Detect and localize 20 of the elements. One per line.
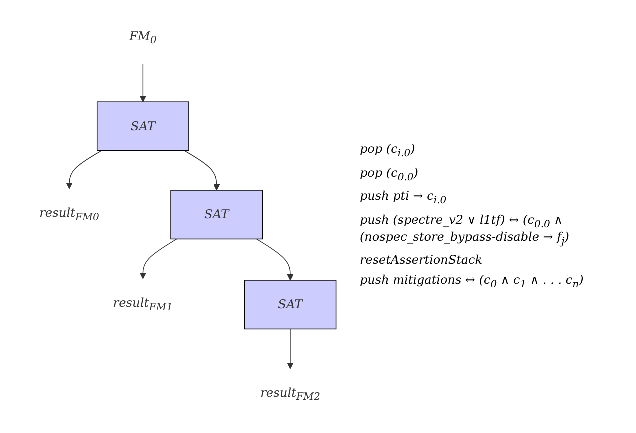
node-text: result$_{FM0}$	[40, 206, 100, 224]
node-text: FM$_{0}$	[129, 28, 157, 47]
arrow	[184, 150, 220, 191]
node-box	[96, 102, 190, 152]
node-box	[170, 190, 264, 240]
arrow	[256, 238, 294, 281]
arrow	[140, 64, 147, 102]
node-text: result$_{FM1}$	[113, 296, 174, 314]
command-line: resetAssertionStack	[360, 253, 484, 268]
command-line: pop (c$_{i.0}$)	[360, 142, 416, 160]
arrow	[140, 238, 178, 280]
arrow	[66, 150, 102, 190]
arrow	[287, 328, 294, 370]
command-line: push (spectre_v2 ∨ l1tf) ↔ (c$_{0.0}$ ∧ (nospec_store_bypass-disable → f$_{j}$)	[360, 212, 570, 248]
node-box	[244, 280, 337, 330]
flowchart: FM$_{0}$ SAT result$_{FM0}$ SAT result$_{FM1}$ SAT result$_{FM2}$	[0, 6, 360, 427]
node-text: result$_{FM2}$	[260, 386, 320, 404]
command-line: push pti → c$_{i.0}$	[360, 189, 448, 206]
command-line: push mitigations ↔ (c$_{0}$ ∧ c$_{1}$ ∧ . . . c$_{n}$)	[360, 273, 585, 291]
command-line: pop (c$_{0.0}$)	[360, 166, 420, 184]
